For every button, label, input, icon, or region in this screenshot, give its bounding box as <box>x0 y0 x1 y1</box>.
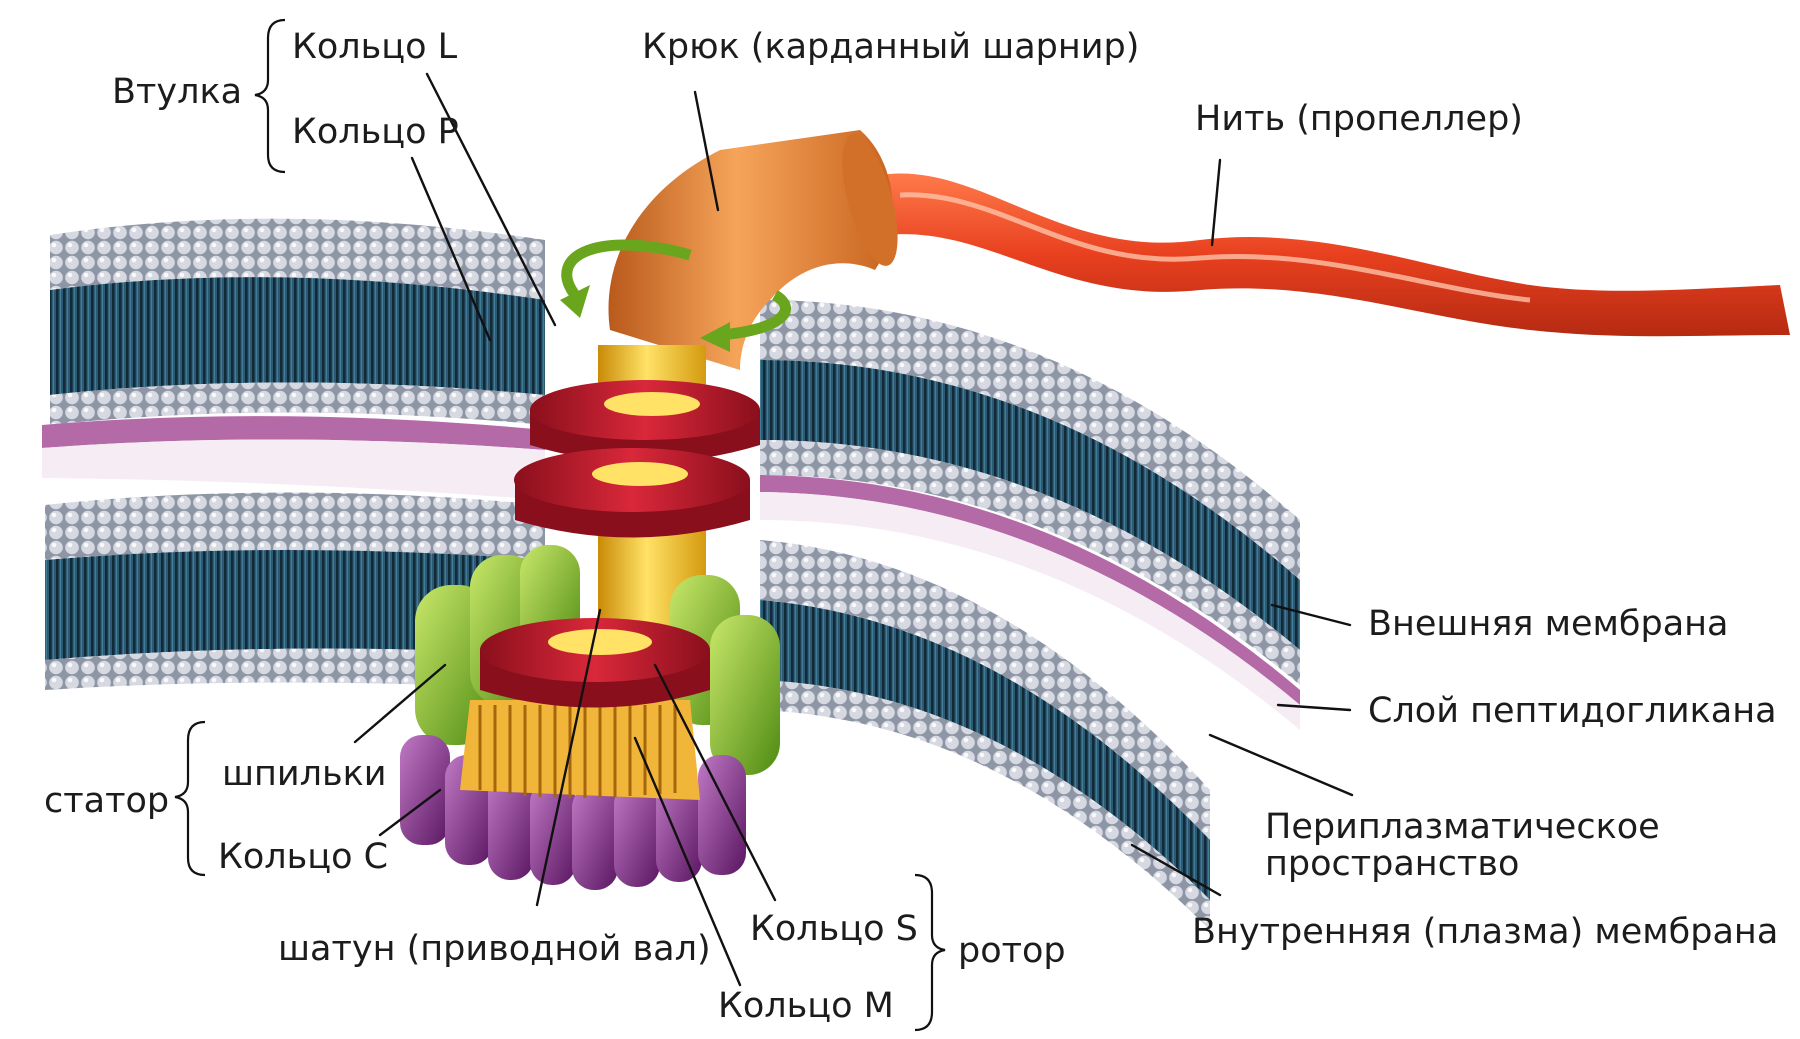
ring-ms-bristles <box>460 700 700 800</box>
outer-membrane-layer <box>50 218 1300 685</box>
rotation-arrow-icon <box>560 239 791 352</box>
label-studs: шпильки <box>222 754 387 794</box>
leader-lines <box>353 72 1354 987</box>
ring-m <box>480 618 710 708</box>
label-filament: Нить (пропеллер) <box>1195 99 1523 139</box>
ring-l <box>530 380 760 463</box>
label-periplasm-line2: пространство <box>1265 844 1519 884</box>
filament-propeller <box>880 173 1790 337</box>
label-peptidoglycan: Слой пептидогликана <box>1368 691 1777 731</box>
label-ring-c: Кольцо C <box>218 837 388 877</box>
hook-universal-joint <box>608 130 893 370</box>
label-ring-m: Кольцо M <box>718 986 894 1026</box>
label-periplasm-line1: Периплазматическое <box>1265 807 1660 847</box>
periplasm-layer <box>42 416 1300 730</box>
label-hook: Крюк (карданный шарнир) <box>642 27 1139 67</box>
braces <box>174 18 946 1032</box>
label-rod: шатун (приводной вал) <box>278 929 711 969</box>
label-ring-s: Кольцо S <box>750 909 918 949</box>
label-outer-membrane: Внешняя мембрана <box>1368 604 1729 644</box>
ring-p <box>514 448 750 538</box>
label-ring-p: Кольцо P <box>292 112 459 152</box>
label-inner-membrane: Внутренняя (плазма) мембрана <box>1192 912 1778 952</box>
label-ring-l: Кольцо L <box>292 27 458 67</box>
label-bushing: Втулка <box>112 72 242 112</box>
label-rotor: ротор <box>958 931 1066 971</box>
label-stator: статор <box>44 781 169 821</box>
